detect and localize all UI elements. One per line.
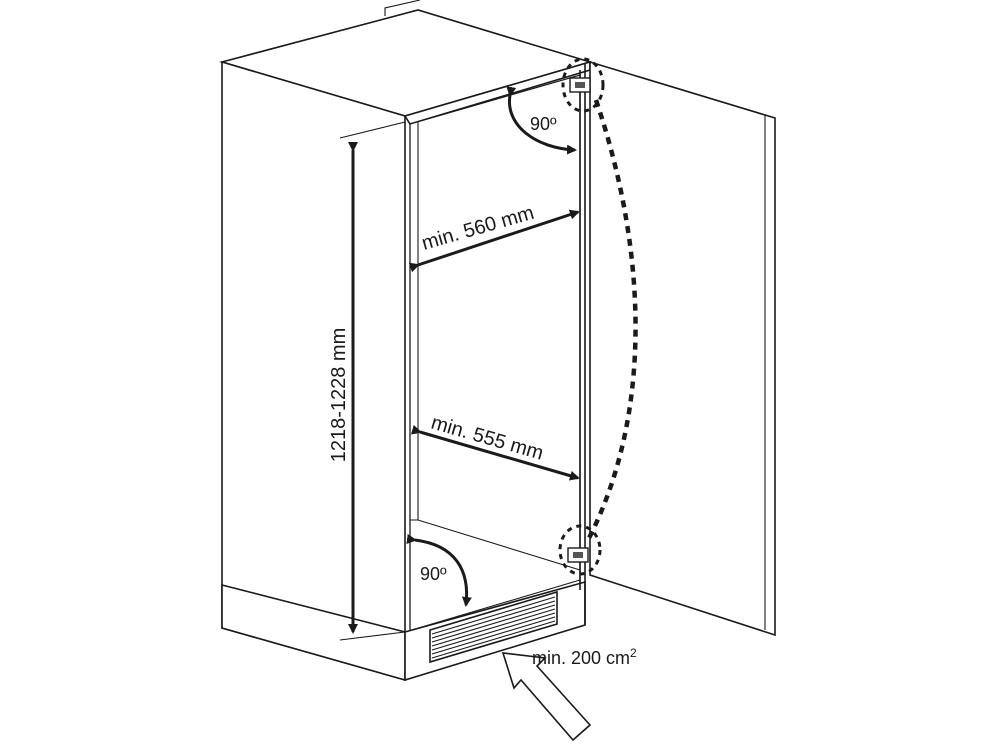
cabinet-carcass [219,0,593,682]
angle-bottom-arc [406,534,472,607]
width-top-arrow [408,209,580,273]
hinge-alignment-curve [586,99,638,542]
width-bottom-arrow [410,424,580,481]
cabinet-door [589,60,776,637]
height-dimension [339,121,406,641]
angle-bottom-label: 90º [420,564,447,584]
angle-top-label: 90º [530,114,557,134]
ventilation-arrow-icon [501,652,592,742]
bottom-hinge-icon [558,524,602,576]
ventilation-label: min. 200 cm2 [532,646,637,668]
angle-top-arc [506,86,577,155]
height-label: 1218-1228 mm [328,328,350,463]
